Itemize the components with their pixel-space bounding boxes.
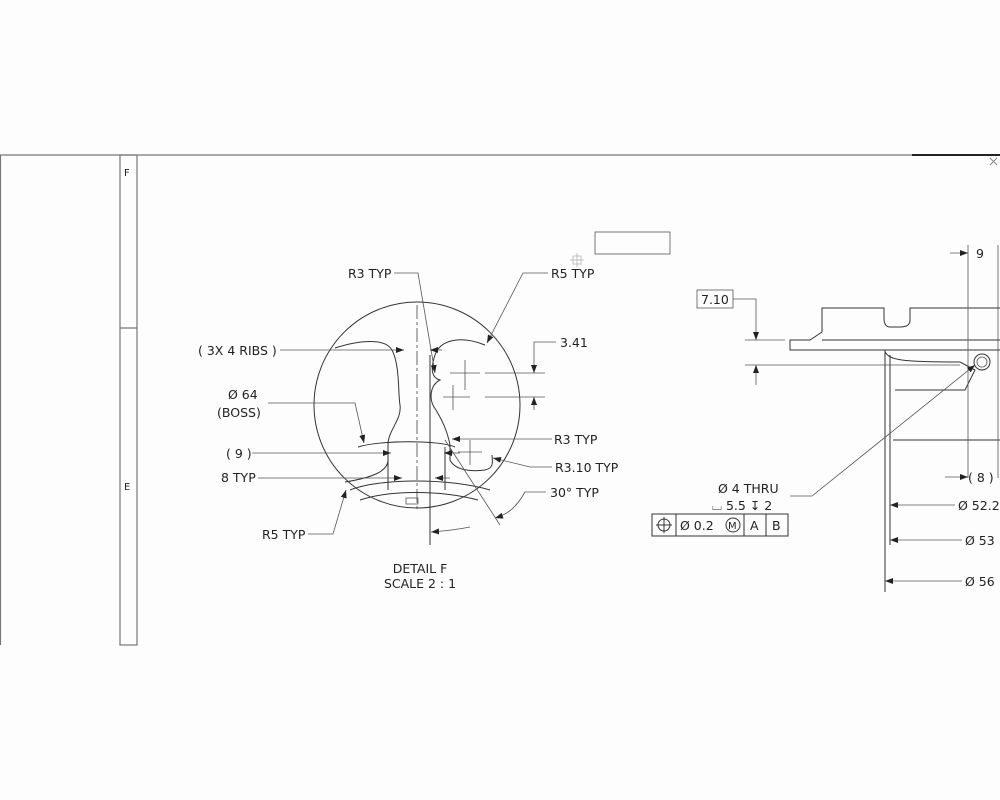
callout-r5-typ: R5 TYP bbox=[551, 266, 595, 281]
callout-r3-10-typ: R3.10 TYP bbox=[555, 460, 619, 475]
dim-dia-56: Ø 56 bbox=[965, 574, 995, 589]
fcf-datum-b: B bbox=[772, 518, 781, 533]
dim-8-typ: 8 TYP bbox=[221, 470, 256, 485]
section-view bbox=[789, 245, 1000, 592]
callout-boss: (BOSS) bbox=[217, 405, 261, 420]
zone-label-f: F bbox=[124, 168, 130, 179]
dim-3-41: 3.41 bbox=[560, 335, 588, 350]
crosshair-icon bbox=[570, 253, 584, 267]
close-icon[interactable] bbox=[989, 157, 998, 166]
basic-dim-7-10: 7.10 bbox=[701, 292, 729, 307]
dim-9-ref: ( 9 ) bbox=[226, 446, 252, 461]
callout-r3-typ: R3 TYP bbox=[348, 266, 392, 281]
section-annotations: 9 7.10 Ø 4 THRU ⌴ 5.5 ↧ 2 Ø 0.2 M A B ( … bbox=[651, 246, 1000, 589]
hole-note: Ø 4 THRU bbox=[718, 481, 779, 496]
hole bbox=[973, 353, 991, 371]
fcf-datum-a: A bbox=[750, 518, 759, 533]
hole-depth-note: ⌴ 5.5 ↧ 2 bbox=[712, 498, 772, 513]
drawing-frame: F E bbox=[0, 154, 1000, 646]
empty-note-box[interactable] bbox=[594, 231, 671, 255]
callout-r5-typ-bottom: R5 TYP bbox=[262, 527, 306, 542]
mmc-circle bbox=[725, 517, 741, 533]
detail-scale: SCALE 2 : 1 bbox=[384, 576, 456, 591]
callout-r3-typ-mid: R3 TYP bbox=[554, 432, 598, 447]
callout-boss-dia: Ø 64 bbox=[228, 387, 258, 402]
feature-control-frame: Ø 0.2 M A B bbox=[651, 513, 789, 537]
zone-label-e: E bbox=[124, 482, 130, 493]
dim-8-ref: ( 8 ) bbox=[968, 470, 994, 485]
zone-strip bbox=[119, 154, 138, 646]
position-icon bbox=[656, 517, 672, 533]
dim-dia-53: Ø 53 bbox=[965, 533, 995, 548]
dim-9: 9 bbox=[976, 246, 984, 261]
detail-title: DETAIL F bbox=[393, 561, 448, 576]
dim-dia-52-2: Ø 52.2 bbox=[958, 498, 1000, 513]
callout-30-deg: 30° TYP bbox=[550, 485, 599, 500]
fcf-tolerance: Ø 0.2 bbox=[680, 518, 714, 533]
callout-ribs: ( 3X 4 RIBS ) bbox=[198, 343, 277, 358]
fcf-modifier: M bbox=[728, 521, 737, 532]
detail-f-annotations: R3 TYP R5 TYP ( 3X 4 RIBS ) 3.41 Ø 64 (B… bbox=[198, 266, 619, 591]
